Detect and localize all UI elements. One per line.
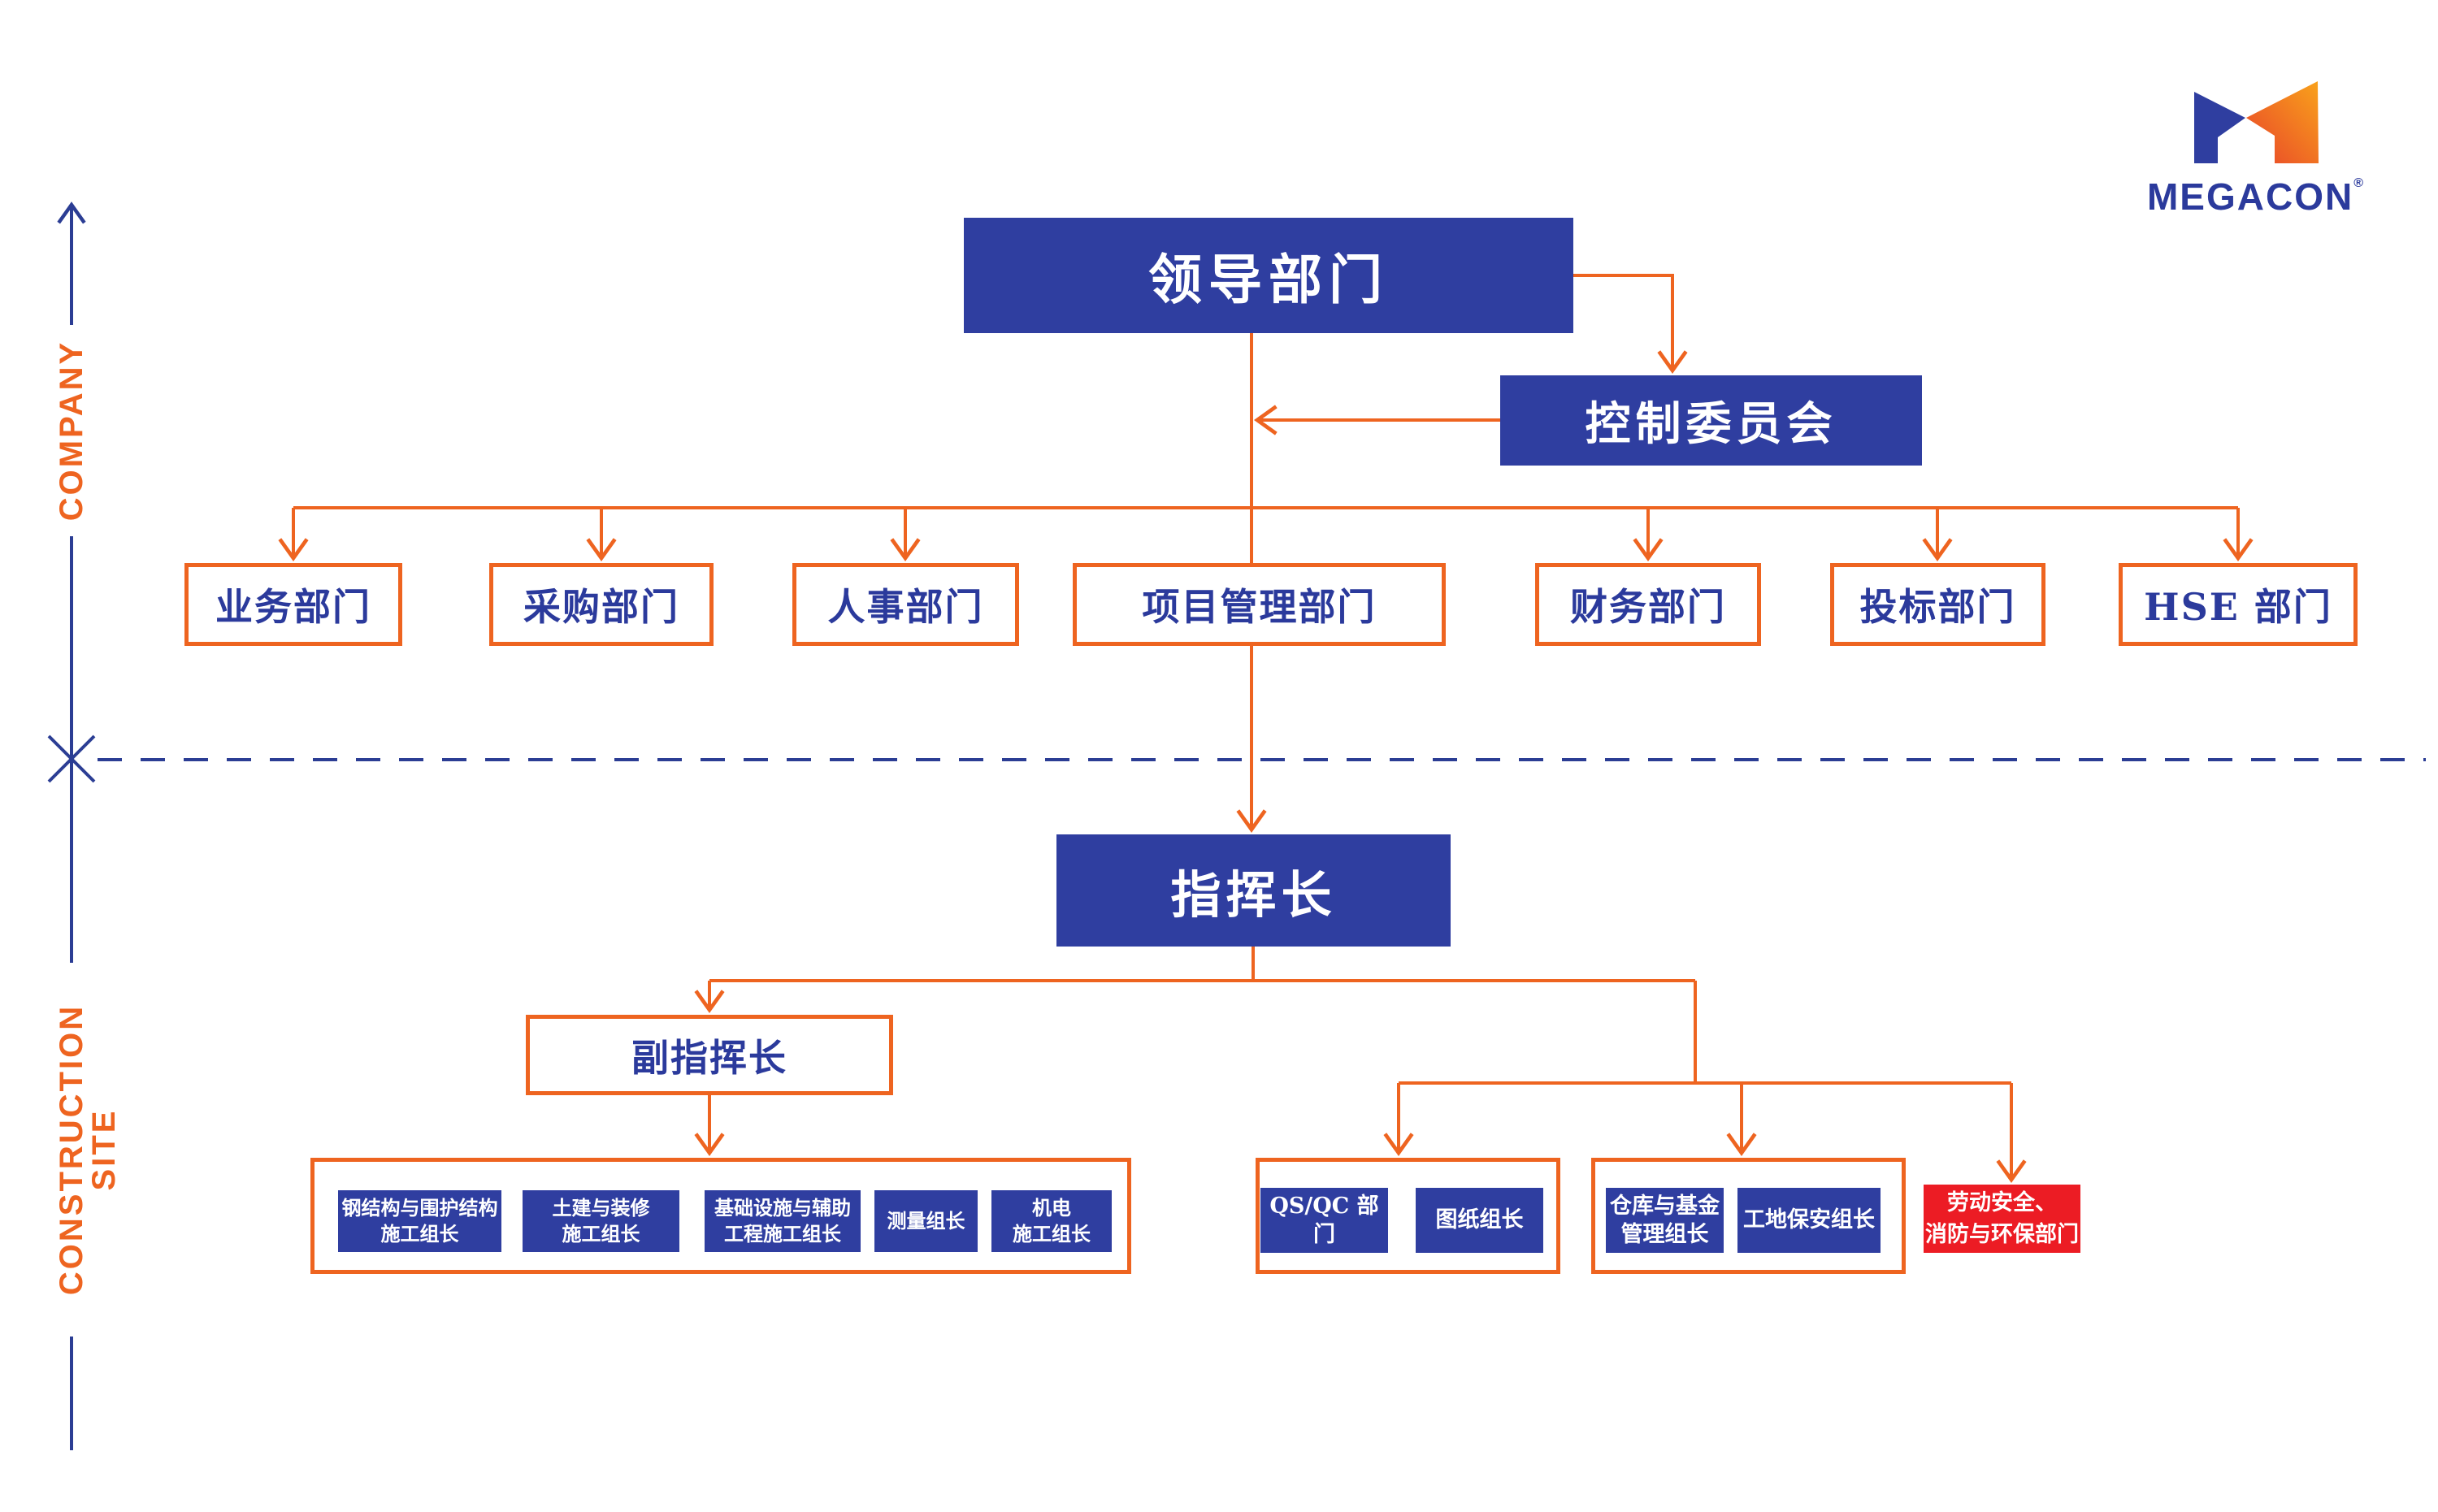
- side-axis-line: [47, 201, 96, 1450]
- node-group-civil-decoration: 土建与装修 施工组长: [523, 1190, 679, 1252]
- axis-company-label: COMPANY: [54, 340, 89, 522]
- node-commander: 指挥长: [1056, 834, 1451, 947]
- node-department-finance: 财务部门: [1535, 563, 1761, 646]
- node-department-business: 业务部门: [184, 563, 402, 646]
- node-control-committee: 控制委员会: [1500, 375, 1922, 466]
- node-safety-department: 劳动安全、 消防与环保部门: [1924, 1185, 2080, 1253]
- node-group-survey: 测量组长: [874, 1190, 978, 1252]
- node-department-project-management: 项目管理部门: [1073, 563, 1446, 646]
- quality-groups-container: [1256, 1158, 1560, 1274]
- brand-text: MEGACON: [2146, 175, 2354, 218]
- logo-m-right-icon: [2245, 81, 2319, 163]
- logo-mark: [2193, 81, 2319, 163]
- node-group-infrastructure: 基础设施与辅助 工程施工组长: [705, 1190, 861, 1252]
- node-group-mech-electrical: 机电 施工组长: [991, 1190, 1112, 1252]
- node-group-warehouse-fund: 仓库与基金 管理组长: [1606, 1188, 1724, 1253]
- org-connectors: [278, 274, 2254, 1184]
- logo-m-left-icon: [2193, 92, 2245, 163]
- registered-mark: ®: [2353, 176, 2366, 190]
- node-department-bidding: 投标部门: [1830, 563, 2045, 646]
- node-group-steel-structure: 钢结构与围护结构 施工组长: [338, 1190, 501, 1252]
- node-group-drawings: 图纸组长: [1416, 1188, 1543, 1253]
- logistics-groups-container: [1591, 1158, 1906, 1274]
- node-deputy-commander: 副指挥长: [526, 1015, 893, 1095]
- node-department-personnel: 人事部门: [792, 563, 1019, 646]
- megacon-logo: MEGACON®: [2142, 81, 2370, 219]
- node-leadership: 领导部门: [964, 218, 1573, 333]
- node-department-procurement: 采购部门: [489, 563, 714, 646]
- node-group-qsqc: QS/QC 部门: [1260, 1188, 1388, 1253]
- node-department-hse: HSE 部门: [2119, 563, 2358, 646]
- axis-construction-site-label: CONSTRUCTION SITE: [54, 1003, 122, 1296]
- construction-groups-container: [310, 1158, 1131, 1274]
- brand-name: MEGACON®: [2142, 175, 2370, 218]
- node-group-site-security: 工地保安组长: [1737, 1188, 1881, 1253]
